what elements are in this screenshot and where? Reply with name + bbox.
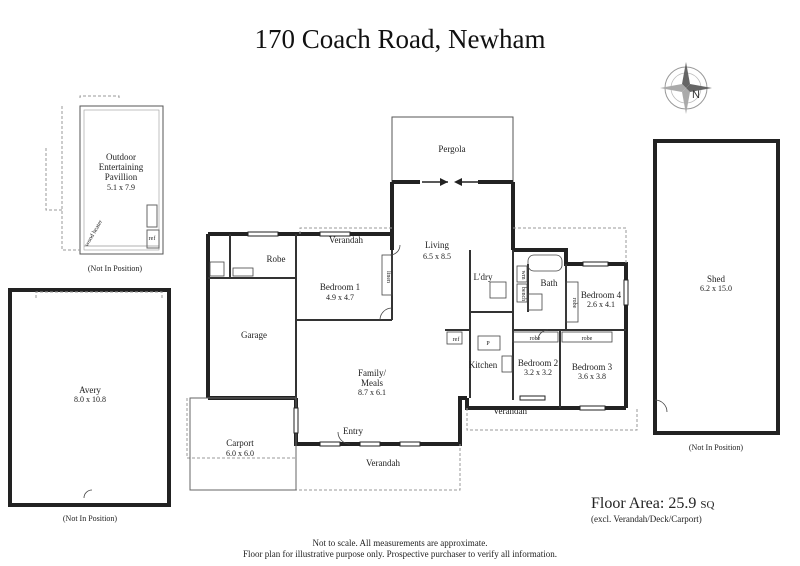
dims-carport: 6.0 x 6.0 bbox=[226, 449, 254, 458]
label-verandah-bottom: Verandah bbox=[366, 458, 400, 468]
label-entry: Entry bbox=[343, 426, 363, 436]
floor-area-note: (excl. Verandah/Deck/Carport) bbox=[591, 514, 702, 524]
sliding-door-arrows bbox=[422, 178, 478, 186]
dims-bedroom3: 3.6 x 3.8 bbox=[578, 372, 606, 381]
windows bbox=[247, 231, 629, 447]
label-kitchen: Kitchen bbox=[469, 360, 498, 370]
plan-title: 170 Coach Road, Newham bbox=[254, 24, 546, 54]
shed-outline bbox=[653, 139, 780, 435]
pergola-outline bbox=[391, 116, 514, 182]
carport-outline bbox=[189, 397, 297, 491]
label-ref-kitchen: ref bbox=[453, 336, 460, 343]
label-robe-bed4: robe bbox=[571, 298, 577, 309]
label-bedroom3: Bedroom 3 bbox=[572, 362, 613, 372]
label-verandah-top: Verandah bbox=[329, 235, 363, 245]
label-pantry: P bbox=[486, 341, 490, 347]
label-family: Family/ bbox=[358, 368, 387, 378]
label-wm: wm bbox=[520, 271, 526, 280]
floor-area-label: Floor Area: 25.9 bbox=[591, 495, 697, 512]
label-ref-pavilion: ref bbox=[149, 235, 156, 242]
label-bedroom4: Bedroom 4 bbox=[581, 290, 622, 300]
disclaimer-line-2: Floor plan for illustrative purpose only… bbox=[242, 549, 558, 559]
label-linen: linen bbox=[385, 271, 391, 283]
label-bench: bench bbox=[520, 287, 526, 301]
label-bedroom2: Bedroom 2 bbox=[518, 358, 558, 368]
label-avery: Avery bbox=[79, 385, 101, 395]
label-laundry: L'dry bbox=[473, 272, 493, 282]
label-robe-bed3: robe bbox=[582, 336, 593, 342]
dims-pavilion: 5.1 x 7.9 bbox=[107, 183, 135, 192]
dims-family: 8.7 x 6.1 bbox=[358, 388, 386, 397]
label-verandah-mid: Verandah bbox=[493, 406, 527, 416]
label-robe-bed2: robe bbox=[530, 336, 541, 342]
compass-icon: N bbox=[660, 62, 712, 114]
label-living: Living bbox=[425, 240, 449, 250]
label-garage: Garage bbox=[241, 330, 267, 340]
label-pavilion-3: Pavillion bbox=[105, 172, 138, 182]
label-pavilion-2: Entertaining bbox=[99, 162, 144, 172]
label-meals: Meals bbox=[361, 378, 383, 388]
dims-bedroom4: 2.6 x 4.1 bbox=[587, 300, 615, 309]
label-carport: Carport bbox=[226, 438, 254, 448]
note-pavilion: (Not In Position) bbox=[88, 264, 143, 273]
label-pavilion-1: Outdoor bbox=[106, 152, 136, 162]
label-wood-heater: wood heater bbox=[84, 219, 104, 248]
dims-bedroom1: 4.9 x 4.7 bbox=[326, 293, 354, 302]
floor-area: Floor Area: 25.9 SQ bbox=[591, 495, 714, 513]
dims-avery: 8.0 x 10.8 bbox=[74, 395, 106, 404]
label-shed: Shed bbox=[707, 274, 726, 284]
floor-area-unit: SQ bbox=[700, 499, 715, 511]
label-pergola: Pergola bbox=[438, 144, 465, 154]
disclaimer: Not to scale. All measurements are appro… bbox=[0, 538, 800, 560]
fixtures bbox=[209, 254, 613, 373]
label-bedroom1: Bedroom 1 bbox=[320, 282, 360, 292]
dims-living: 6.5 x 8.5 bbox=[423, 252, 451, 261]
pavilion-structure bbox=[45, 95, 164, 255]
note-avery: (Not In Position) bbox=[63, 514, 118, 523]
label-robe: Robe bbox=[267, 254, 286, 264]
svg-text:N: N bbox=[692, 89, 700, 101]
note-shed: (Not In Position) bbox=[689, 443, 744, 452]
avery-outline bbox=[8, 288, 171, 507]
label-bath: Bath bbox=[541, 278, 558, 288]
disclaimer-line-1: Not to scale. All measurements are appro… bbox=[312, 538, 488, 548]
dims-shed: 6.2 x 15.0 bbox=[700, 284, 732, 293]
dims-bedroom2: 3.2 x 3.2 bbox=[524, 368, 552, 377]
